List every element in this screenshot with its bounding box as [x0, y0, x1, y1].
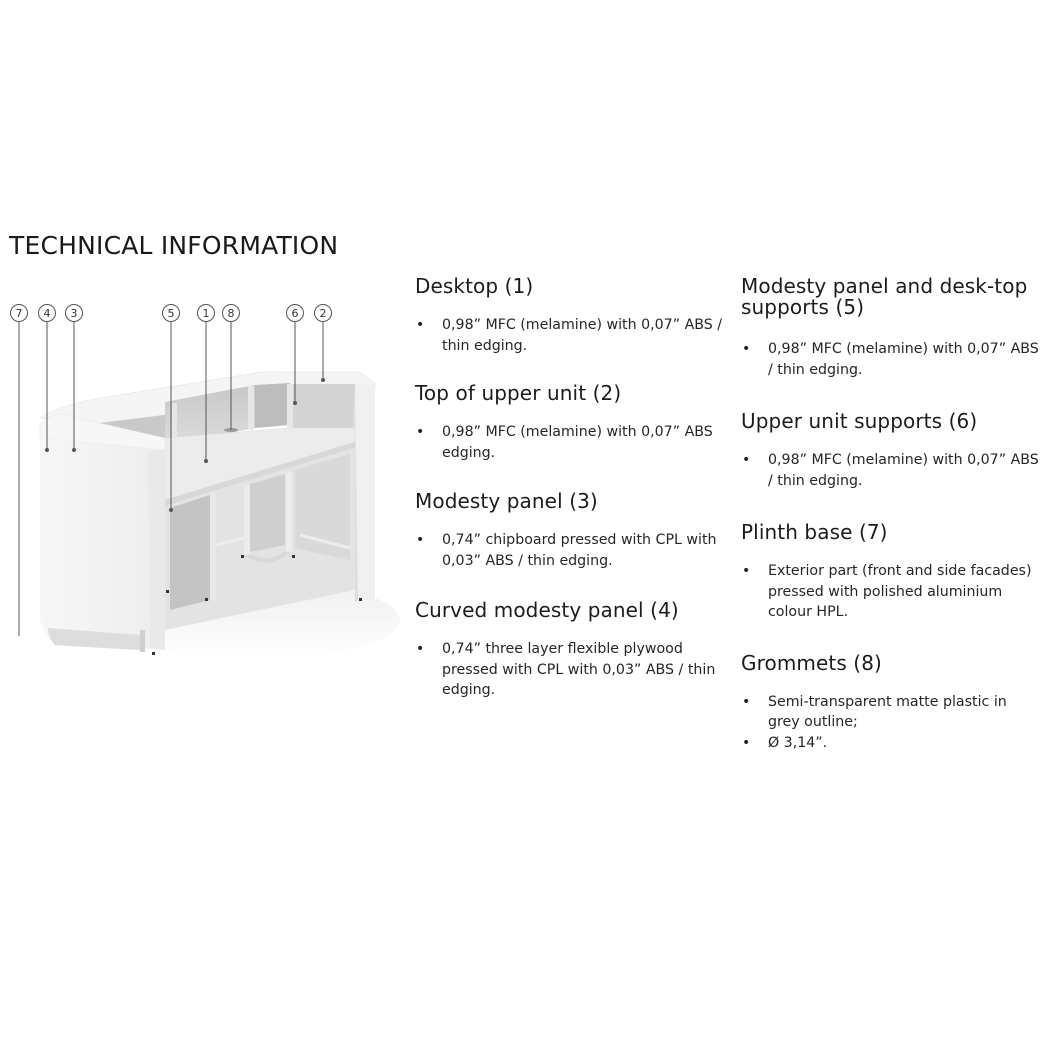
callout-2-label: 2 [320, 307, 327, 320]
bullet-item: Exterior part (front and side facades) p… [741, 561, 1041, 623]
callout-4 [38, 304, 56, 452]
section-heading: Curved modesty panel (4) [415, 598, 679, 622]
callout-2 [314, 304, 332, 382]
spec-column-left: Desktop (1) 0,98” MFC (melamine) with 0,… [415, 276, 725, 725]
bullet-list: 0,74” three layer flexible plywood press… [415, 639, 725, 701]
callout-8-label: 8 [228, 307, 235, 320]
section-modesty-desktop-supports: Modesty panel and desk-top supports (5) … [741, 276, 1041, 380]
bullet-list: Semi-transparent matte plastic in grey o… [741, 692, 1041, 754]
callout-3 [65, 304, 83, 452]
bullet-item: Semi-transparent matte plastic in grey o… [741, 692, 1041, 733]
bullet-list: 0,98” MFC (melamine) with 0,07” ABS edgi… [415, 422, 725, 463]
bullet-item: Ø 3,14”. [741, 733, 1041, 754]
section-grommets: Grommets (8) Semi-transparent matte plas… [741, 650, 1041, 754]
callout-6 [286, 304, 304, 405]
bullet-item: 0,98” MFC (melamine) with 0,07” ABS / th… [415, 315, 725, 356]
callout-7-label: 7 [16, 307, 23, 320]
bullet-item: 0,74” chipboard pressed with CPL with 0,… [415, 530, 725, 571]
section-heading: Grommets (8) [741, 650, 882, 675]
spec-column-right: Modesty panel and desk-top supports (5) … [741, 276, 1041, 777]
callout-6-label: 6 [292, 307, 299, 320]
bullet-list: 0,98” MFC (melamine) with 0,07” ABS / th… [741, 339, 1041, 380]
callout-1 [197, 304, 215, 463]
section-desktop: Desktop (1) 0,98” MFC (melamine) with 0,… [415, 276, 725, 356]
section-top-upper-unit: Top of upper unit (2) 0,98” MFC (melamin… [415, 383, 725, 463]
callout-3-label: 3 [71, 307, 78, 320]
page-title: TECHNICAL INFORMATION [9, 231, 339, 260]
section-heading: Modesty panel and desk-top supports (5) [741, 274, 1028, 319]
section-heading: Upper unit supports (6) [741, 409, 978, 433]
section-heading: Plinth base (7) [741, 520, 888, 544]
callout-5 [162, 304, 180, 512]
section-upper-unit-supports: Upper unit supports (6) 0,98” MFC (melam… [741, 411, 1041, 491]
callout-7 [10, 304, 28, 636]
bullet-list: 0,74” chipboard pressed with CPL with 0,… [415, 530, 725, 571]
bullet-list: Exterior part (front and side facades) p… [741, 561, 1041, 623]
callout-layer: 7 4 3 5 1 8 6 2 [10, 304, 332, 636]
reception-desk-drawing [39, 371, 400, 660]
bullet-item: 0,74” three layer flexible plywood press… [415, 639, 725, 701]
callout-5-label: 5 [168, 307, 175, 320]
bullet-item: 0,98” MFC (melamine) with 0,07” ABS / th… [741, 339, 1041, 380]
callout-4-label: 4 [44, 307, 51, 320]
bullet-list: 0,98” MFC (melamine) with 0,07” ABS / th… [415, 315, 725, 356]
callout-8 [222, 304, 240, 430]
section-heading: Desktop (1) [415, 274, 534, 298]
section-modesty-panel: Modesty panel (3) 0,74” chipboard presse… [415, 491, 725, 571]
callout-1-label: 1 [203, 307, 210, 320]
bullet-item: 0,98” MFC (melamine) with 0,07” ABS / th… [741, 450, 1041, 491]
bullet-list: 0,98” MFC (melamine) with 0,07” ABS / th… [741, 450, 1041, 491]
desk-illustration [0, 295, 400, 705]
bullet-item: 0,98” MFC (melamine) with 0,07” ABS edgi… [415, 422, 725, 463]
section-plinth-base: Plinth base (7) Exterior part (front and… [741, 522, 1041, 623]
section-heading: Top of upper unit (2) [415, 381, 622, 405]
section-heading: Modesty panel (3) [415, 489, 598, 513]
section-curved-modesty-panel: Curved modesty panel (4) 0,74” three lay… [415, 600, 725, 701]
